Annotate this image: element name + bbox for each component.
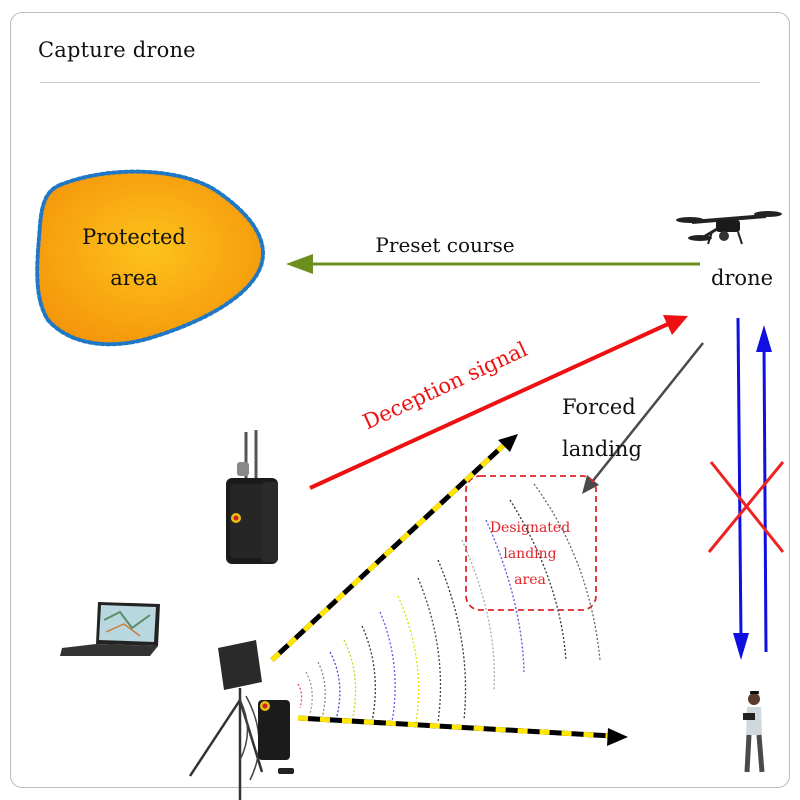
protected-area-label-1: Protected <box>82 225 186 249</box>
laptop-icon <box>60 602 160 656</box>
signal-waves <box>297 483 601 723</box>
designated-area-label-1: Designated <box>490 520 570 536</box>
drone-icon <box>676 211 782 245</box>
blocked-path <box>707 317 785 660</box>
capture-signal-arrow-horizontal <box>297 715 628 746</box>
protected-area: Protected area <box>35 169 265 347</box>
title-divider <box>40 82 760 83</box>
protected-area-label-2: area <box>110 266 158 290</box>
jammer-case-icon <box>226 430 278 564</box>
capture-signal-arrow-diagonal <box>270 434 518 662</box>
diagram-card <box>10 12 790 788</box>
designated-landing-area <box>465 475 597 611</box>
drone-label: drone <box>711 266 773 290</box>
designated-area-label-3: area <box>514 572 546 588</box>
deception-signal-arrow <box>309 322 669 490</box>
forced-landing-arrow <box>591 342 704 483</box>
antenna-tripod-icon <box>188 640 294 800</box>
designated-area-label-2: landing <box>503 546 556 562</box>
deception-signal-label: Deception signal <box>359 337 531 434</box>
diagram-title: Capture drone <box>38 38 196 62</box>
preset-course-arrowhead <box>286 254 313 274</box>
blocked-cross-b <box>707 461 785 553</box>
forced-landing-label-2: landing <box>562 437 642 461</box>
preset-course-label: Preset course <box>375 233 514 257</box>
forced-landing-arrowhead <box>582 475 599 494</box>
operator-person-icon <box>743 691 765 773</box>
forced-landing-label-1: Forced <box>562 395 636 419</box>
deception-signal-arrowhead <box>663 315 688 335</box>
